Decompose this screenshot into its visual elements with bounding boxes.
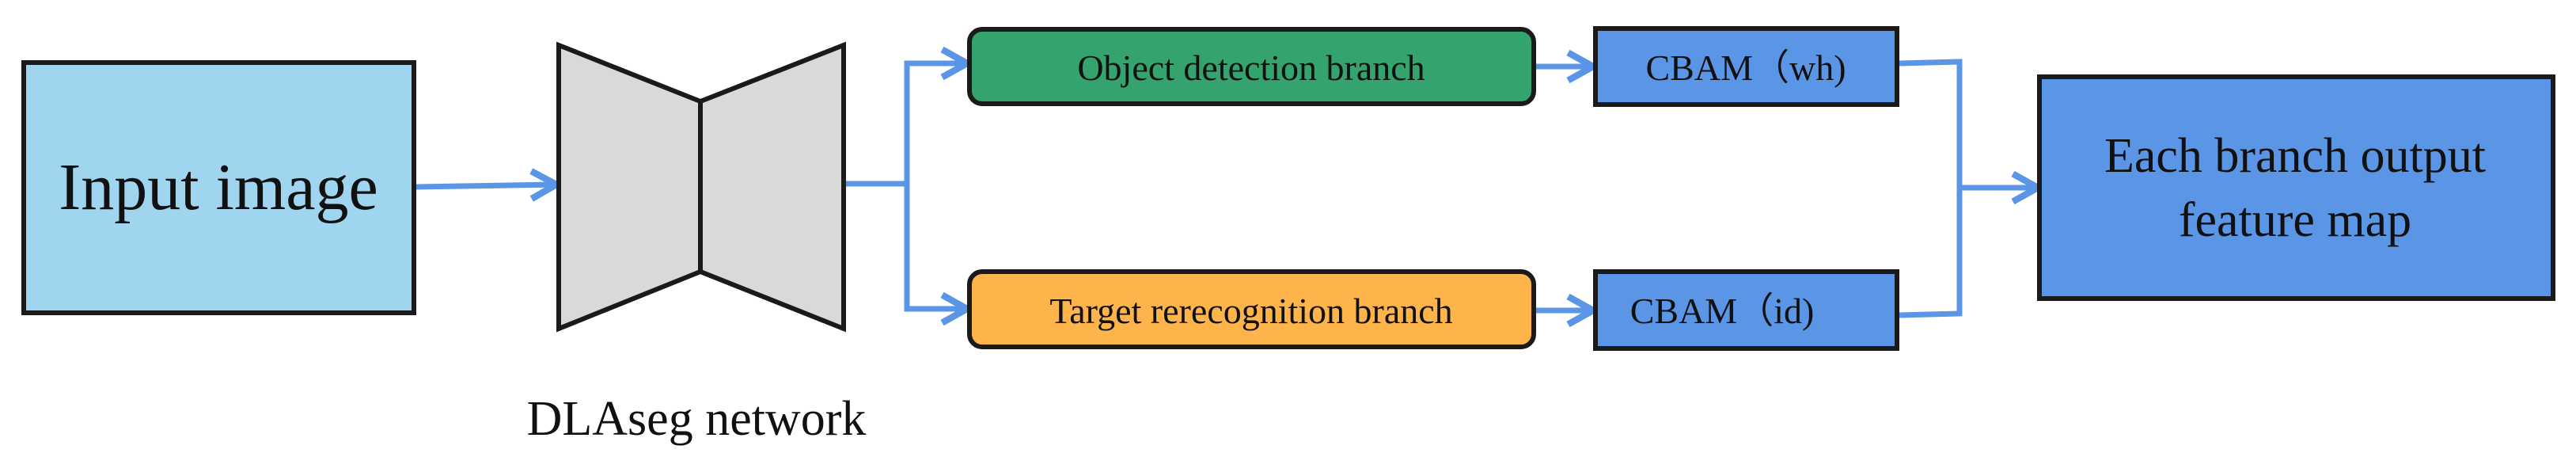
cbam-id-box xyxy=(1593,269,1899,351)
cbam-wh-label: CBAM（wh) xyxy=(1645,48,1846,88)
recognition-branch-box xyxy=(967,269,1536,349)
input-image-node: Input image xyxy=(21,60,416,315)
connectors xyxy=(415,62,2038,315)
cbam-wh-node: CBAM（wh) xyxy=(1593,26,1899,107)
network-label: DLAseg network xyxy=(527,392,867,446)
output-label-line1: Each branch output xyxy=(2104,129,2486,183)
detection-branch-label: Object detection branch xyxy=(1077,48,1425,88)
output-box xyxy=(2037,74,2555,301)
cbam-id-label: CBAM（id) xyxy=(1630,291,1815,331)
detection-branch-box xyxy=(967,27,1536,106)
output-feature-map-node: Each branch output feature map xyxy=(2037,74,2555,301)
network-left-half xyxy=(556,41,703,333)
dlaseg-network-node: DLAseg network xyxy=(527,41,867,446)
network-right-half xyxy=(698,41,846,333)
arrow-input-to-network xyxy=(415,185,556,187)
arrow-split-to-detection xyxy=(904,63,967,184)
output-label-line2: feature map xyxy=(2179,193,2411,247)
object-detection-branch-node: Object detection branch xyxy=(967,27,1536,106)
input-image-box xyxy=(21,60,416,315)
arrow-split-to-recognition xyxy=(904,184,967,309)
target-rerecognition-branch-node: Target rerecognition branch xyxy=(967,269,1536,349)
cbam-id-node: CBAM（id) xyxy=(1593,269,1899,351)
recognition-branch-label: Target rerecognition branch xyxy=(1049,291,1452,331)
cbam-wh-box xyxy=(1593,26,1899,107)
line-cbam-wh-merge xyxy=(1899,59,1963,318)
input-image-label: Input image xyxy=(59,150,378,224)
